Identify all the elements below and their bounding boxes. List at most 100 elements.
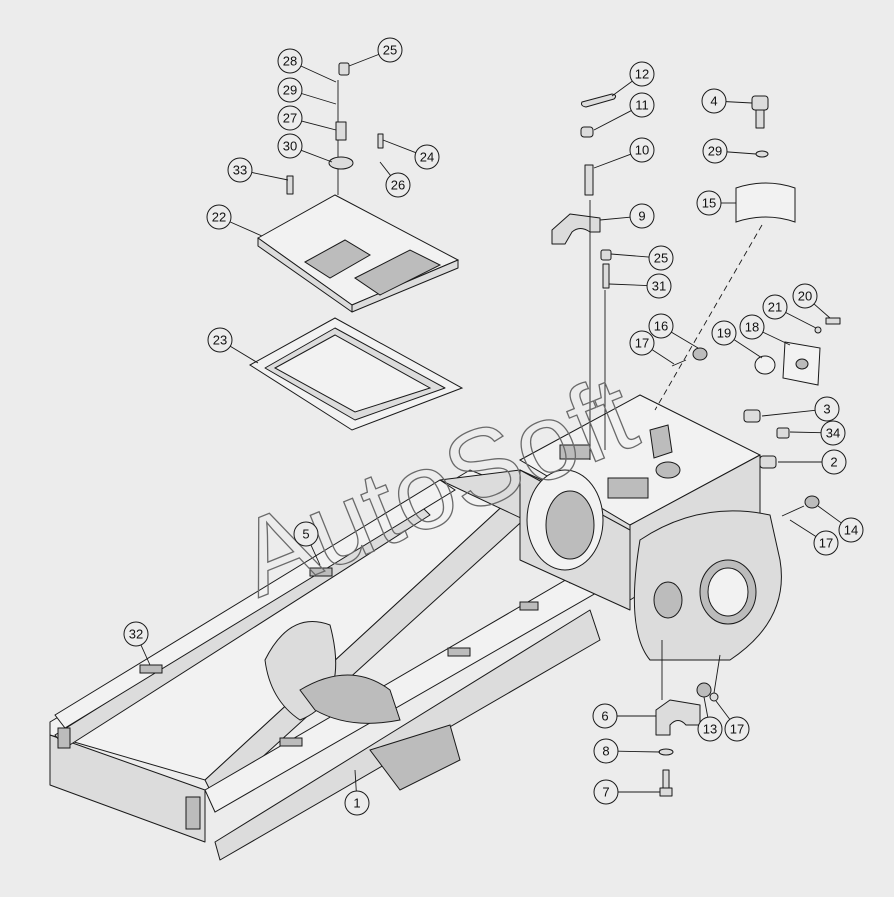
- callout-1: 1: [344, 769, 370, 816]
- callout-leader: [379, 161, 391, 176]
- callout-28: 28: [277, 48, 337, 83]
- callout-13: 13: [697, 696, 723, 742]
- callout-number: 23: [213, 333, 227, 348]
- callout-number: 25: [383, 43, 397, 58]
- callout-leader: [617, 750, 661, 753]
- callout-leader: [725, 101, 753, 104]
- callout-leader: [715, 700, 731, 720]
- callout-leader: [599, 216, 631, 221]
- callout-bubble: [629, 137, 655, 163]
- callout-32: 32: [123, 621, 151, 666]
- callout-bubble: [697, 716, 723, 742]
- callout-bubble: [377, 37, 403, 63]
- callout-number: 29: [708, 144, 722, 159]
- callout-number: 15: [702, 196, 716, 211]
- callout-bubble: [724, 716, 750, 742]
- callout-number: 4: [710, 94, 717, 109]
- callout-bubble: [344, 790, 370, 816]
- callout-leader: [762, 331, 791, 346]
- callout-bubble: [820, 420, 846, 446]
- callout-14: 14: [817, 505, 864, 543]
- callout-bubble: [629, 330, 655, 356]
- callout-leader: [703, 696, 709, 718]
- callout-bubble: [293, 521, 319, 547]
- callout-21: 21: [762, 294, 817, 329]
- small-parts: [286, 62, 841, 797]
- callout-number: 10: [635, 143, 649, 158]
- callout-number: 17: [819, 536, 833, 551]
- callout-leader: [593, 153, 631, 169]
- callout-leader: [382, 139, 416, 154]
- callout-leader: [789, 431, 822, 434]
- callout-bubble: [739, 314, 765, 340]
- callout-number: 11: [635, 98, 649, 113]
- callout-3: 3: [761, 396, 840, 422]
- callout-number: 14: [844, 523, 858, 538]
- callout-leader: [610, 253, 650, 258]
- callout-leader: [230, 345, 259, 364]
- callout-33: 33: [227, 157, 289, 183]
- callout-number: 21: [768, 300, 782, 315]
- callout-30: 30: [277, 133, 333, 163]
- callout-number: 27: [283, 111, 297, 126]
- callout-bubble: [277, 133, 303, 159]
- callout-bubble: [593, 779, 619, 805]
- callout-number: 6: [601, 709, 608, 724]
- callout-bubble: [629, 203, 655, 229]
- callout-bubble: [762, 294, 788, 320]
- callout-number: 31: [652, 279, 666, 294]
- callout-19: 19: [711, 320, 763, 359]
- callout-number: 7: [602, 785, 609, 800]
- callout-leader: [301, 120, 337, 131]
- callout-number: 30: [283, 139, 297, 154]
- callout-24: 24: [382, 139, 440, 170]
- callout-11: 11: [593, 92, 655, 131]
- callout-7: 7: [593, 779, 660, 805]
- callout-number: 20: [798, 289, 812, 304]
- callout-4: 4: [701, 88, 753, 114]
- callout-bubble: [206, 204, 232, 230]
- gasket: [249, 317, 464, 431]
- callout-number: 9: [638, 209, 645, 224]
- callout-leader: [140, 644, 151, 666]
- callout-29: 29: [277, 77, 337, 105]
- callout-leader: [789, 519, 817, 537]
- callout-bubble: [646, 273, 672, 299]
- alignment-line: [654, 224, 763, 411]
- callout-number: 18: [745, 320, 759, 335]
- callout-leader: [733, 339, 763, 359]
- callout-bubble: [821, 449, 847, 475]
- callout-leader: [251, 172, 289, 181]
- callout-18: 18: [739, 314, 791, 346]
- callout-6: 6: [592, 703, 656, 729]
- callout-number: 24: [420, 150, 434, 165]
- callout-bubble: [711, 320, 737, 346]
- callout-16: 16: [648, 313, 699, 349]
- callout-bubble: [814, 396, 840, 422]
- callout-number: 26: [391, 178, 405, 193]
- callout-number: 34: [826, 426, 840, 441]
- callout-29: 29: [702, 138, 757, 164]
- callout-bubble: [277, 48, 303, 74]
- frame-rails: [49, 469, 641, 861]
- callout-leader: [726, 151, 757, 155]
- callout-bubble: [702, 138, 728, 164]
- callout-number: 12: [635, 67, 649, 82]
- callout-25: 25: [610, 245, 674, 271]
- callout-12: 12: [611, 61, 655, 97]
- callout-bubble: [792, 283, 818, 309]
- callout-23: 23: [207, 327, 259, 364]
- callout-leader: [651, 349, 675, 365]
- callout-leader: [611, 80, 633, 97]
- callout-2: 2: [778, 449, 847, 475]
- callout-leader: [301, 93, 337, 105]
- callout-leader: [608, 283, 648, 286]
- callout-number: 32: [129, 627, 143, 642]
- callout-17: 17: [629, 330, 675, 365]
- top-cover-plate: [257, 194, 460, 313]
- callout-leader: [671, 331, 699, 349]
- callout-bubble: [227, 157, 253, 183]
- callout-bubble: [593, 738, 619, 764]
- gearbox-housing: [518, 394, 782, 661]
